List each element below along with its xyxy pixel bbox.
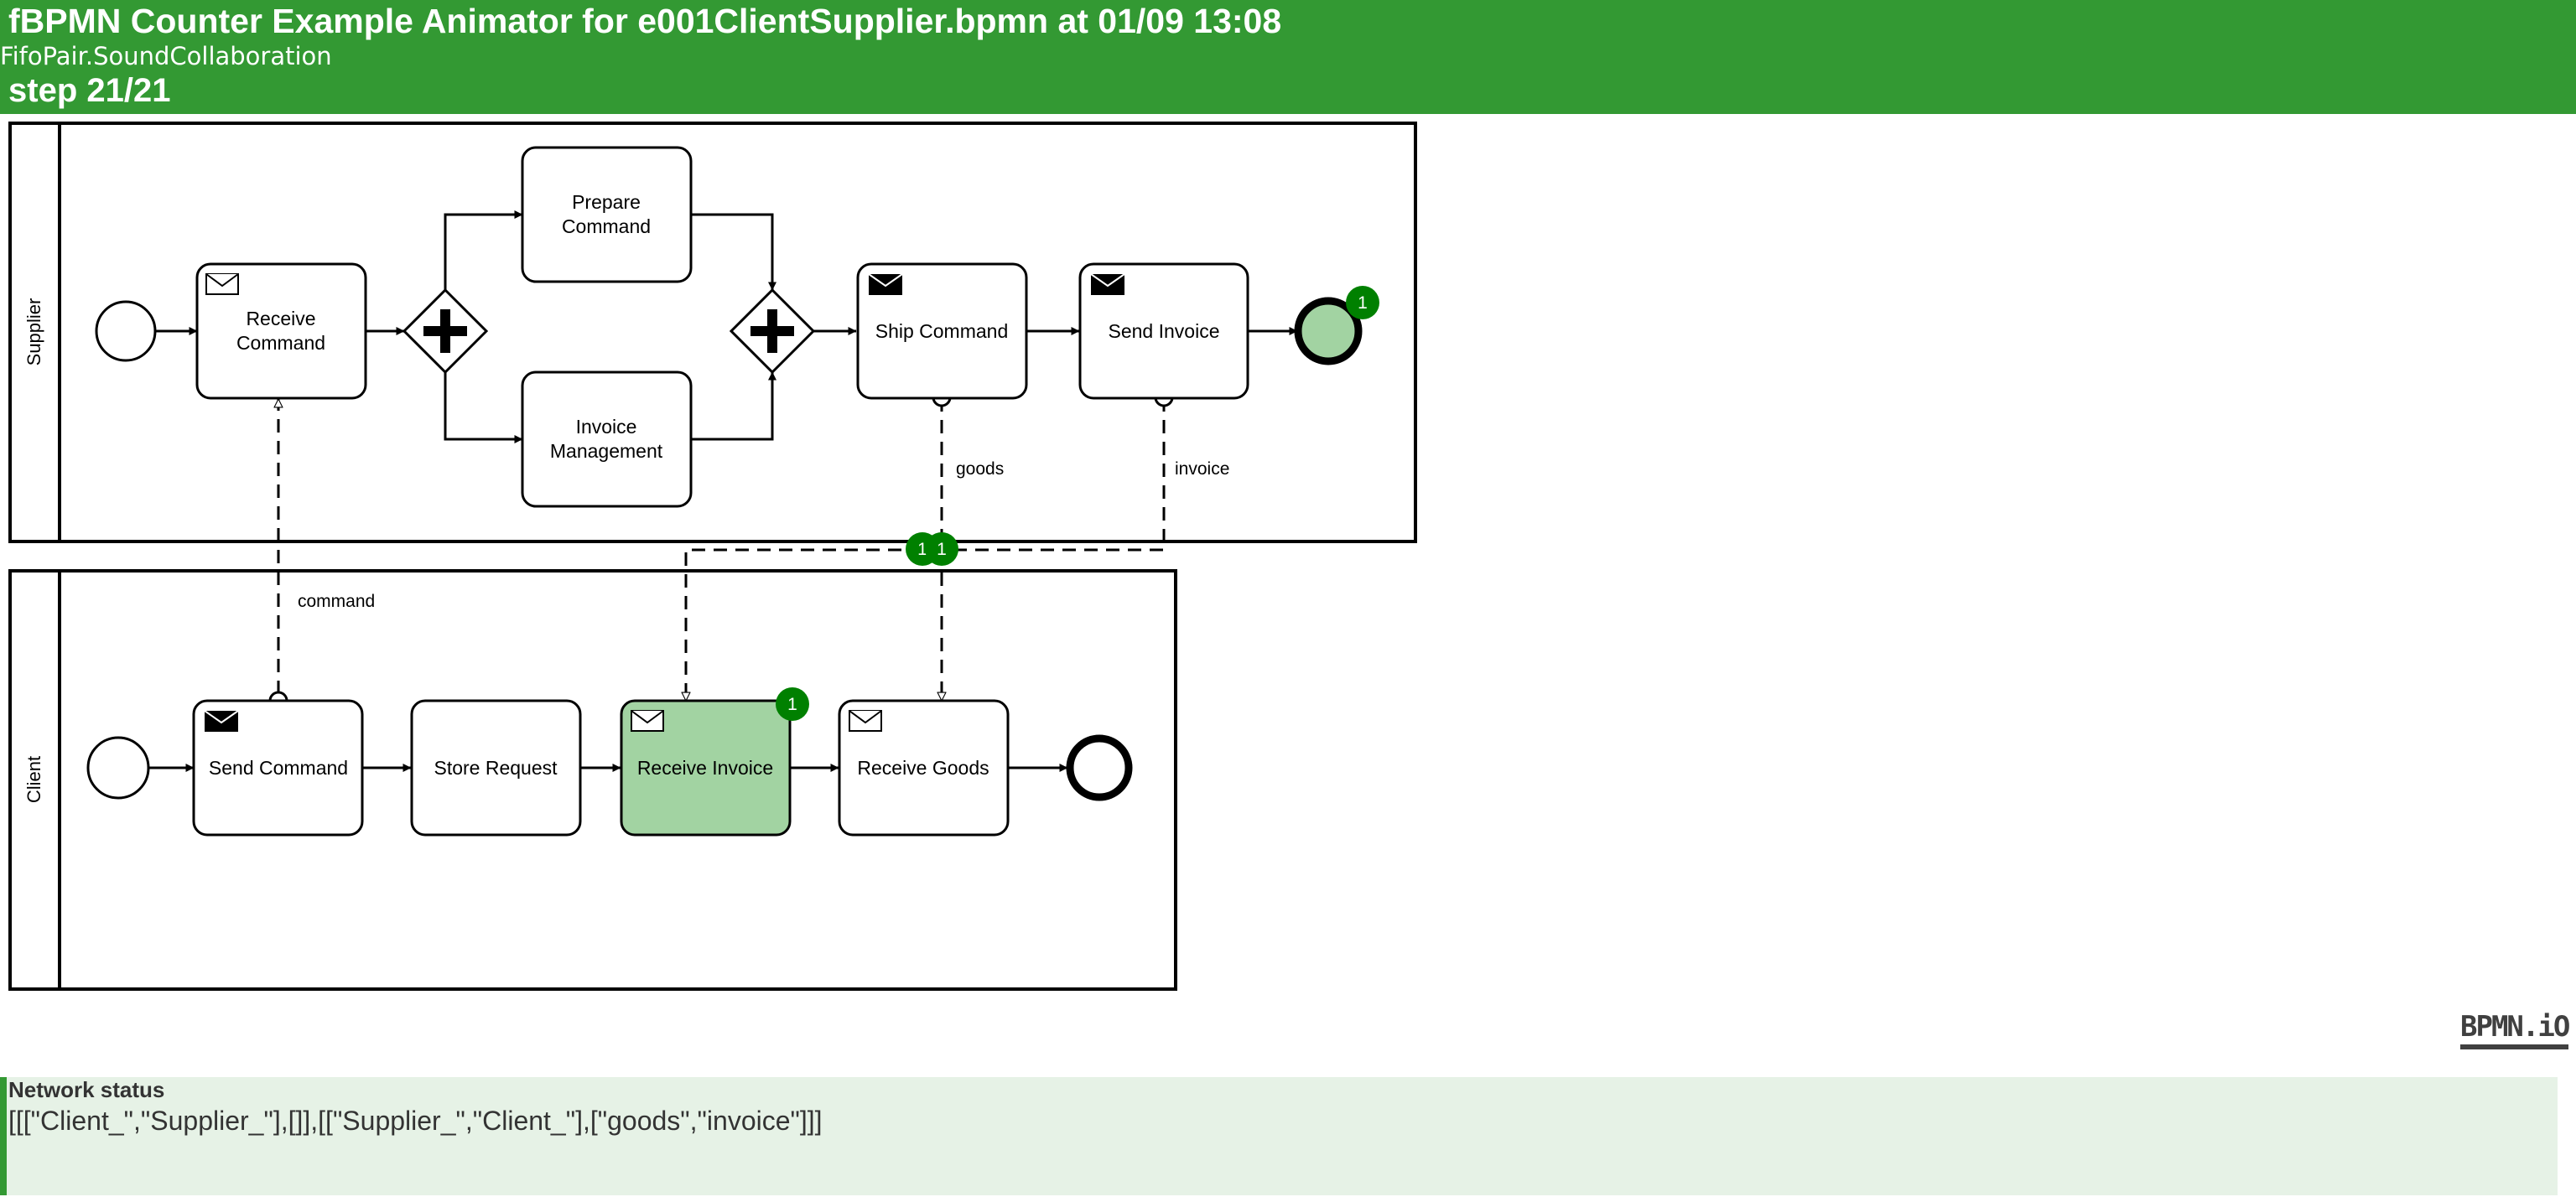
prepare-command-task[interactable]: Prepare Command [521,146,693,283]
svg-text:Receive Goods: Receive Goods [857,757,989,779]
svg-text:Command: Command [562,215,651,237]
ship-command-task[interactable]: Ship Command [856,262,1028,400]
bpmn-io-logo[interactable]: BPMN.iO [2460,1009,2570,1049]
invoice-message-flow [686,398,1166,701]
goods-message-badge: 1 [925,532,958,566]
svg-text:Management: Management [550,440,663,462]
property-subtitle: FifoPair.SoundCollaboration [0,42,332,70]
parallel-gateway-join[interactable] [729,288,816,375]
store-request-task[interactable]: Store Request [410,699,582,837]
network-status-value: [[["Client_","Supplier_"],[]],[["Supplie… [8,1106,823,1136]
bpmn-diagram: Supplier Client command goods i [8,122,1417,991]
client-end-event[interactable] [1066,734,1133,801]
send-command-task[interactable]: Send Command [192,699,364,837]
supplier-start-event[interactable] [95,300,157,362]
parallel-gateway-icon [750,309,794,353]
svg-text:Send Invoice: Send Invoice [1109,320,1220,342]
envelope-icon [205,273,239,295]
network-status-panel: Network status [[["Client_","Supplier_"]… [0,1077,2558,1195]
svg-text:Store Request: Store Request [434,757,558,779]
svg-text:Invoice: Invoice [576,416,637,438]
page-title: fBPMN Counter Example Animator for e001C… [8,2,1282,40]
svg-text:Send Command: Send Command [209,757,348,779]
network-status-title: Network status [8,1077,165,1102]
parallel-gateway-split[interactable] [402,288,489,375]
svg-text:Command: Command [236,332,325,354]
svg-text:Ship Command: Ship Command [875,320,1009,342]
client-lane-label: Client [23,756,44,803]
svg-text:1: 1 [917,540,927,559]
envelope-icon [868,273,903,295]
header-bar: fBPMN Counter Example Animator for e001C… [0,0,2576,114]
message-flows [278,398,1166,701]
parallel-gateway-icon [423,309,467,353]
receive-command-task[interactable]: Receive Command [195,262,367,400]
command-flow-label: command [298,592,375,611]
supplier-end-token-badge: 1 [1346,286,1379,319]
step-indicator: step 21/21 [8,72,171,109]
envelope-icon [204,710,239,732]
svg-text:1: 1 [937,540,947,559]
send-invoice-task[interactable]: Send Invoice [1078,262,1249,400]
svg-text:1: 1 [787,695,797,714]
svg-text:Receive: Receive [246,308,315,329]
supplier-sequence-flows [156,210,1298,443]
supplier-end-event[interactable] [1294,297,1363,365]
svg-text:1: 1 [1358,293,1368,313]
receive-invoice-token-badge: 1 [776,687,809,721]
client-start-event[interactable] [86,736,150,800]
invoice-management-task[interactable]: Invoice Management [521,370,693,508]
supplier-lane-label: Supplier [23,298,44,366]
receive-goods-task[interactable]: Receive Goods [838,699,1010,837]
svg-text:Receive Invoice: Receive Invoice [637,757,773,779]
svg-text:Prepare: Prepare [572,191,641,213]
goods-flow-label: goods [956,459,1004,479]
receive-invoice-task[interactable]: Receive Invoice [620,699,792,837]
envelope-icon [1090,273,1125,295]
envelope-icon [849,710,882,732]
envelope-icon [631,710,664,732]
invoice-flow-label: invoice [1175,459,1229,479]
